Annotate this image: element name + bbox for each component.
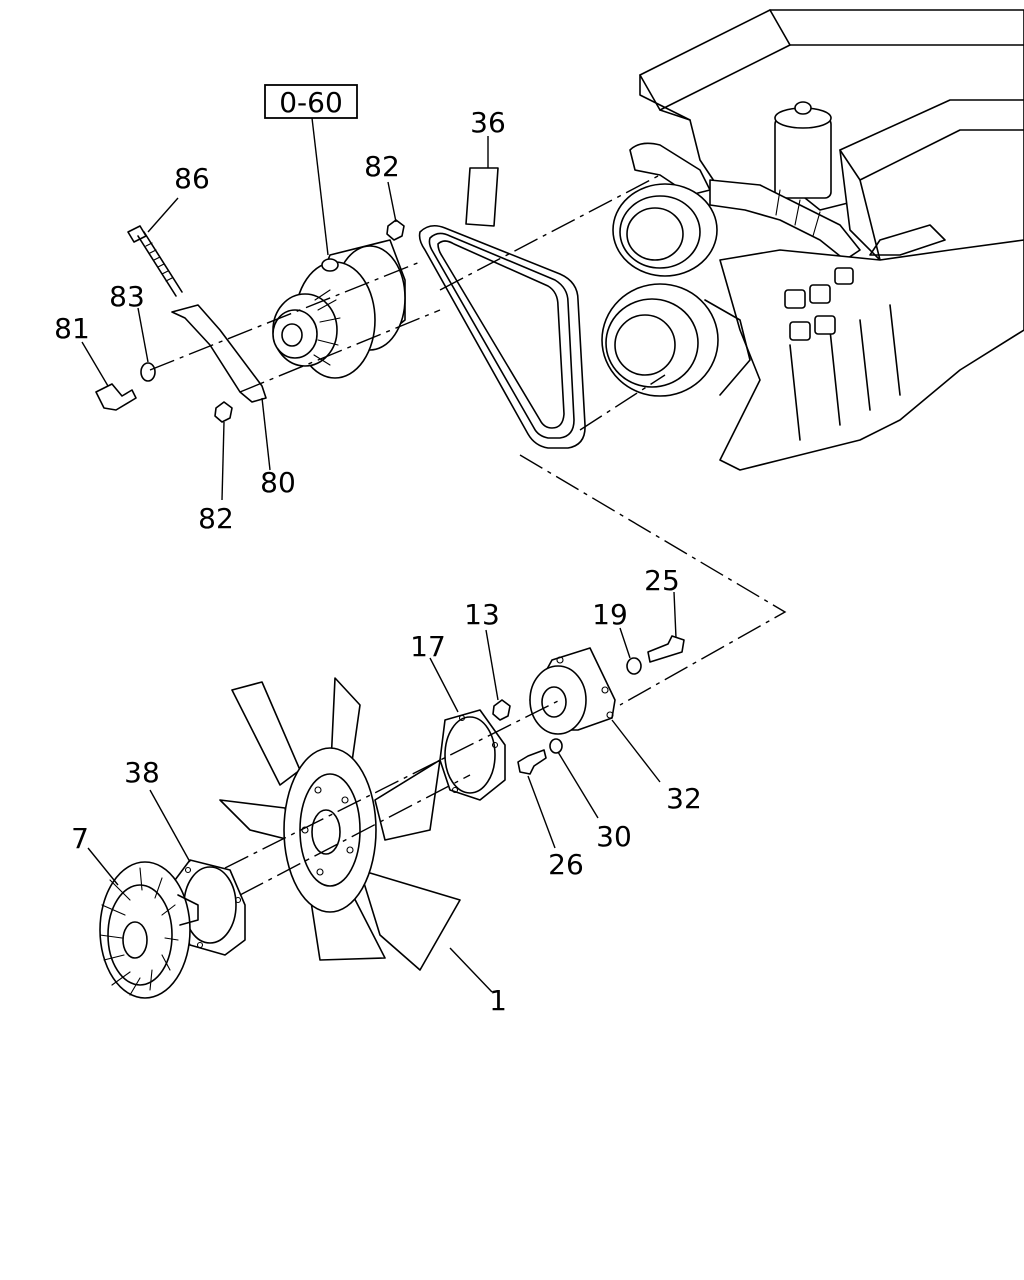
label-86: 86 — [174, 162, 210, 195]
label-82-upper: 82 — [364, 150, 400, 183]
adjusting-bracket — [171, 304, 267, 403]
reference-box — [264, 84, 358, 119]
washer — [140, 362, 156, 382]
label-32: 32 — [666, 782, 702, 815]
label-82-lower: 82 — [198, 502, 234, 535]
label-7: 7 — [71, 822, 89, 855]
centerlines — [149, 174, 787, 896]
v-belt — [418, 224, 586, 449]
bolt-lower — [517, 749, 547, 775]
fan-spacer-gasket — [439, 709, 506, 801]
label-80: 80 — [260, 466, 296, 499]
fan-spacer — [174, 859, 246, 956]
cooling-fan — [219, 677, 461, 971]
nut-lower — [214, 401, 233, 423]
washer-lower — [549, 738, 563, 754]
bolt-fan — [647, 635, 685, 663]
leader-lines — [81, 117, 677, 993]
label-1: 1 — [489, 984, 507, 1017]
label-17: 17 — [410, 630, 446, 663]
washer-small — [626, 657, 642, 675]
label-30: 30 — [596, 820, 632, 853]
nut-upper — [386, 219, 405, 241]
fan-clutch — [99, 861, 199, 999]
belt-tag — [465, 167, 499, 227]
nut — [492, 699, 511, 721]
label-81: 81 — [54, 312, 90, 345]
alternator — [272, 239, 406, 379]
label-25: 25 — [644, 564, 680, 597]
long-bolt — [127, 225, 183, 297]
engine-block — [601, 9, 1024, 471]
reference-label: 0-60 — [279, 86, 343, 119]
bolt — [95, 383, 137, 411]
label-26: 26 — [548, 848, 584, 881]
label-83: 83 — [109, 280, 145, 313]
label-38: 38 — [124, 756, 160, 789]
label-19: 19 — [592, 598, 628, 631]
fan-pulley-hub — [529, 647, 616, 735]
label-13: 13 — [464, 598, 500, 631]
label-36: 36 — [470, 106, 506, 139]
